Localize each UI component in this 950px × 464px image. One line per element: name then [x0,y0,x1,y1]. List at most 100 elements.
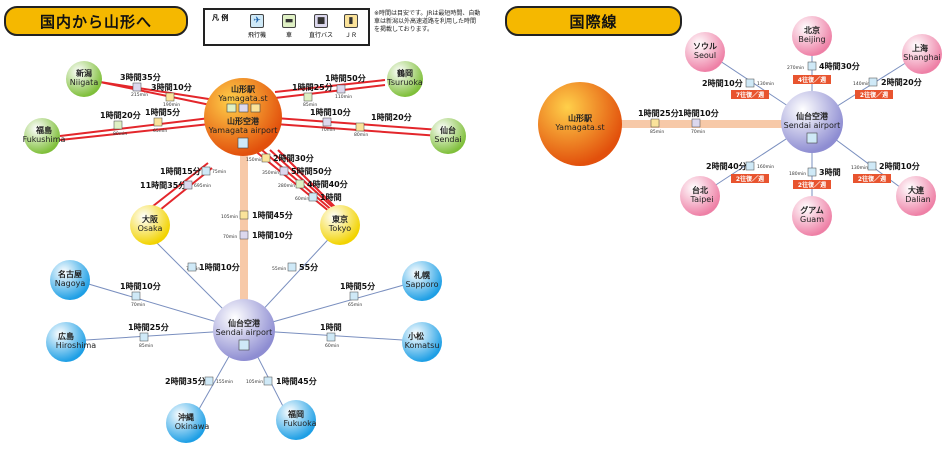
beijing-time: 4時間30分 [819,61,860,71]
seoul-en: Seoul [694,51,716,60]
node-komatsu: 小松 Komatsu [402,322,442,362]
intl-jr-time: 1時間25分 [638,108,679,118]
tsuruoka-bus-time: 1時間50分 [325,73,366,83]
node-okinawa: 沖縄 Okinawa [166,403,209,443]
train-icon [153,117,163,127]
train-icon [250,103,261,113]
intl-route-dalian: 130min 2時間10分 2往復／週 [851,161,920,183]
legend-train-label: ＪＲ [344,32,357,39]
plane-icon [238,339,250,351]
intl-node-sendai-airport: 仙台空港 Sendai airport [781,91,843,153]
nagoya-sdj-time: 1時間10分 [120,281,161,291]
fukuoka-sdj-min: 105min [246,379,263,385]
sendai-airport-en: Sendai airport [216,328,273,337]
hiroshima-sdj-time: 1時間25分 [128,322,169,332]
route-tokyo-sdj: 55min 55分 [272,262,318,272]
osaka-plane-min: 75min [212,169,226,175]
time-note: ※時間は目安です。JRは最短時間、自動 車は新潟以外高速道路を利用した時間 を掲… [374,10,499,34]
plane-icon [308,192,318,202]
tsuruoka-ja: 鶴岡 [396,68,413,78]
node-sendai: 仙台 Sendai [430,118,466,154]
hiroshima-sdj-min: 85min [139,343,153,349]
beijing-freq: 4往復／週 [798,76,826,84]
intl-node-beijing: 北京 Beijing [792,16,832,56]
beijing-min: 270min [787,65,804,71]
dalian-ja: 大連 [908,185,925,195]
bus-icon [183,180,193,190]
intl-node-seoul: ソウル Seoul [685,32,725,72]
intl-node-dalian: 大連 Dalian [896,176,936,216]
okinawa-sdj-min: 155min [216,379,233,385]
guam-min: 180min [789,171,806,177]
route-sapporo-sdj: 1時間5分 65min [340,281,375,308]
train-icon [355,122,365,132]
route-sendai-bus: 1時間10分 70min [310,107,351,133]
legend-plane-label: 飛行機 [247,32,266,39]
car-icon [295,179,305,189]
osaka-bus-time: 11時間35分 [140,180,186,190]
plane-icon [326,332,336,342]
route-tokyo-car: 280min 4時間40分 [278,179,348,189]
komatsu-ja: 小松 [407,331,424,341]
tsuruoka-bus-min: 110min [335,94,352,100]
bus-icon [132,82,142,92]
intl-route-shanghai: 140min 2時間20分 2往復／週 [853,77,922,99]
tsuruoka-en: Tsuruoka [386,78,423,87]
plane-icon [237,137,249,149]
train-icon [261,153,271,163]
sapporo-sdj-min: 65min [348,302,362,308]
nagoya-en: Nagoya [55,279,86,288]
guam-en: Guam [800,215,824,224]
plane-icon [806,132,818,144]
plane-icon [263,376,273,386]
plane-icon [867,161,877,171]
car-icon [113,120,123,130]
yamagata-sendai-link [240,150,248,330]
sendai-bus-min: 70min [321,127,335,133]
intl-node-yamagata-st: 山形駅 Yamagata.st [538,82,622,166]
okinawa-en: Okinawa [175,422,210,431]
note-line-2: 車は新潟以外高速道路を利用した時間 [374,18,477,25]
legend-item-plane: ✈ 飛行機 [241,14,273,39]
route-tsuruoka-bus: 1時間50分 110min [325,73,366,100]
tokyo-ja: 東京 [332,214,348,224]
route-sdj-bus: 70min 1時間10分 [223,230,293,240]
route-sdj-jr: 105min 1時間45分 [221,210,293,220]
dalian-en: Dalian [905,195,930,204]
yamagata-st-en: Yamagata.st [217,94,267,103]
plane-icon [868,77,878,87]
niigata-jr-time: 3時間10分 [151,82,192,92]
legend-bus-label: 直行バス [308,32,333,39]
niigata-en: Niigata [70,78,99,87]
tokyo-bus-time: 5時間50分 [291,166,332,176]
intl-sendai-ja: 仙台空港 [796,111,829,121]
tokyo-plane-min: 60min [295,196,309,202]
node-niigata: 新潟 Niigata [66,61,102,97]
seoul-ja: ソウル [693,42,717,51]
fukushima-en: Fukushima [23,135,66,144]
route-hiroshima-sdj: 1時間25分 85min [128,322,169,349]
tokyo-jr-min: 150min [246,157,263,163]
freq-badge [793,75,831,84]
fukushima-car-min: 80min [113,131,127,137]
shanghai-min: 140min [853,81,870,87]
osaka-ja: 大阪 [142,214,159,224]
intl-link-line [620,120,800,128]
node-tsuruoka: 鶴岡 Tsuruoka [386,61,423,97]
intl-route-taipei: 2時間40分 160min 2往復／週 [706,161,774,183]
tsuruoka-car-min: 85min [303,102,317,108]
train-icon [650,118,660,128]
sdj-jr-min: 105min [221,214,238,220]
komatsu-sdj-time: 1時間 [320,322,342,332]
intl-bus-time: 1時間10分 [678,108,719,118]
tokyo-sdj-time: 55分 [299,262,318,272]
yamagata-airport-en: Yamagata airport [208,126,278,135]
intl-node-taipei: 台北 Taipei [680,176,720,216]
taipei-ja: 台北 [692,185,708,195]
route-komatsu-sdj: 1時間 60min [320,322,342,349]
car-icon: ▬ [282,14,296,28]
intl-jr-min: 85min [650,129,664,135]
route-nagoya-sdj: 1時間10分 70min [120,281,161,308]
niigata-bus-min: 215min [131,92,148,98]
